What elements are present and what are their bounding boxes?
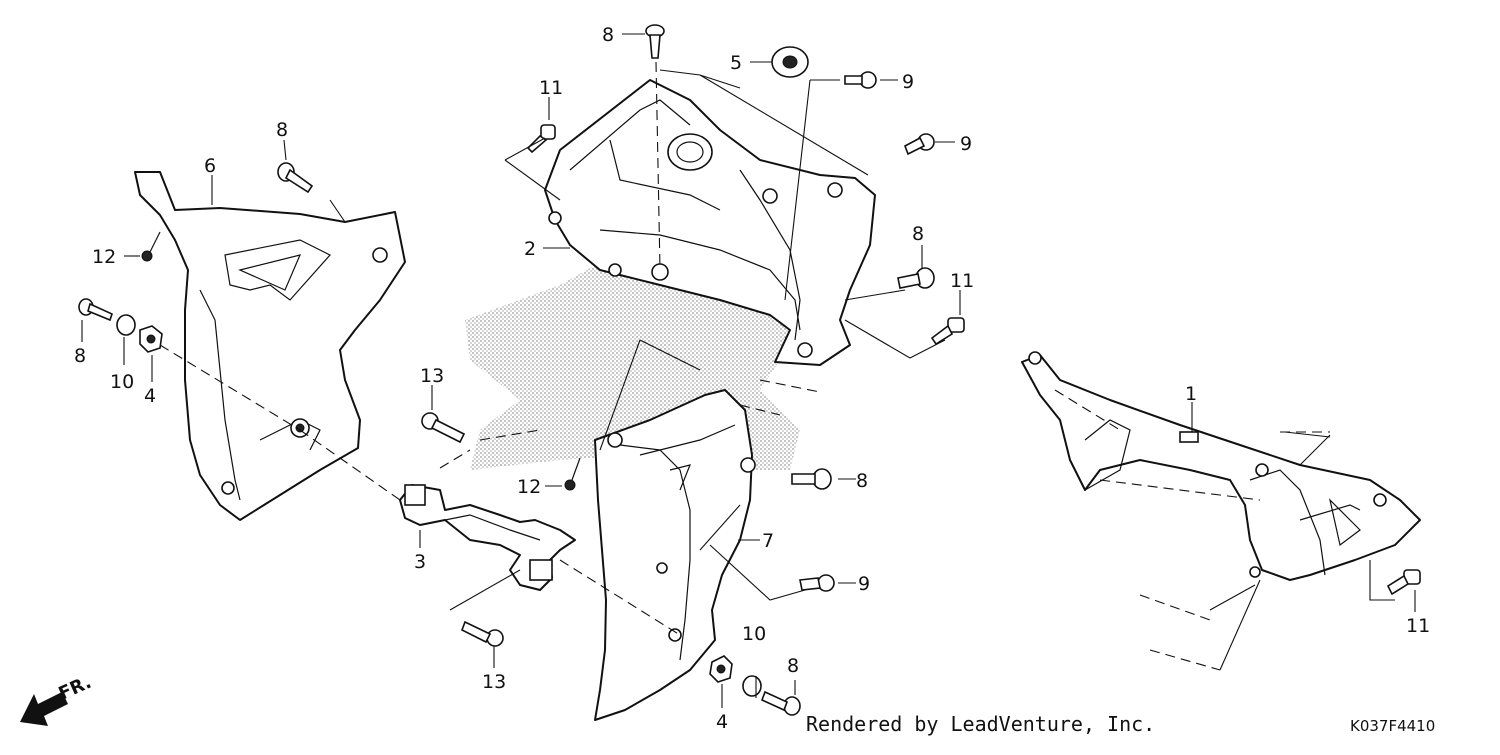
hardware <box>78 24 1421 716</box>
nut-4-left[interactable] <box>139 325 163 353</box>
callout-5[interactable]: 5 <box>730 52 742 74</box>
bolt-13-lower[interactable] <box>460 620 504 647</box>
screw-12-left[interactable] <box>141 231 161 262</box>
callout-11-right[interactable]: 11 <box>1406 615 1430 637</box>
bolt-11-mid-right[interactable] <box>930 317 965 346</box>
washer-10-lower[interactable] <box>742 675 762 697</box>
callout-13-upper[interactable]: 13 <box>420 365 444 387</box>
callout-12-center[interactable]: 12 <box>517 476 541 498</box>
part-7-lower-cover[interactable] <box>594 389 756 721</box>
callout-1[interactable]: 1 <box>1185 383 1197 405</box>
render-credit: Rendered by LeadVenture, Inc. <box>806 712 1155 736</box>
bolt-9-top[interactable] <box>844 71 877 89</box>
part-1-right-cover[interactable] <box>1021 351 1421 581</box>
callout-10-lower[interactable]: 10 <box>742 623 766 645</box>
bolt-9-lower[interactable] <box>799 574 835 592</box>
callout-8-center-right[interactable]: 8 <box>856 470 868 492</box>
part-2-inner-cover[interactable] <box>544 79 876 366</box>
bolt-11-top[interactable] <box>526 124 556 154</box>
callout-12-left[interactable]: 12 <box>92 246 116 268</box>
callout-6[interactable]: 6 <box>204 155 216 177</box>
callout-8-left-top[interactable]: 8 <box>276 119 288 141</box>
callout-11-top[interactable]: 11 <box>539 77 563 99</box>
bolt-9-mid[interactable] <box>904 133 935 156</box>
callout-8-lower[interactable]: 8 <box>787 655 799 677</box>
bolt-8-lower[interactable] <box>760 690 801 716</box>
bolt-8-center-right[interactable] <box>791 468 832 490</box>
callout-13-lower[interactable]: 13 <box>482 671 506 693</box>
callout-11-mid-right[interactable]: 11 <box>950 270 974 292</box>
callout-7[interactable]: 7 <box>762 530 774 552</box>
bolt-13-upper[interactable] <box>421 412 466 444</box>
part-5-grommet[interactable] <box>771 46 809 78</box>
front-direction-indicator: FR. <box>20 672 94 726</box>
callout-9-lower[interactable]: 9 <box>858 573 870 595</box>
part-6-left-cover[interactable] <box>134 171 406 521</box>
front-arrow-icon <box>20 692 68 726</box>
callout-3[interactable]: 3 <box>414 551 426 573</box>
callout-4-left[interactable]: 4 <box>144 385 156 407</box>
bolt-11-right[interactable] <box>1386 569 1421 596</box>
nut-4-lower[interactable] <box>709 655 733 683</box>
callout-4-lower[interactable]: 4 <box>716 711 728 733</box>
callout-9-mid[interactable]: 9 <box>960 133 972 155</box>
screw-12-center[interactable] <box>564 457 581 491</box>
washer-10-left[interactable] <box>116 314 136 336</box>
callout-9-top[interactable]: 9 <box>902 71 914 93</box>
callout-2[interactable]: 2 <box>524 238 536 260</box>
bolt-8-left-top[interactable] <box>277 162 314 194</box>
bolt-8-left[interactable] <box>78 298 113 322</box>
callouts: 8 5 9 9 11 8 6 12 2 8 11 8 10 4 13 1 12 … <box>74 24 1430 733</box>
callout-8-mid-right[interactable]: 8 <box>912 223 924 245</box>
front-direction-label: FR. <box>55 672 94 705</box>
bolt-8-mid-right[interactable] <box>897 267 935 289</box>
callout-8-top[interactable]: 8 <box>602 24 614 46</box>
part-3-bracket[interactable] <box>399 484 576 591</box>
bolt-8-top[interactable] <box>645 24 665 59</box>
callout-10-left[interactable]: 10 <box>110 371 134 393</box>
leader-lines <box>81 33 1416 708</box>
diagram-code: K037F4410 <box>1350 717 1435 735</box>
callout-8-left[interactable]: 8 <box>74 345 86 367</box>
